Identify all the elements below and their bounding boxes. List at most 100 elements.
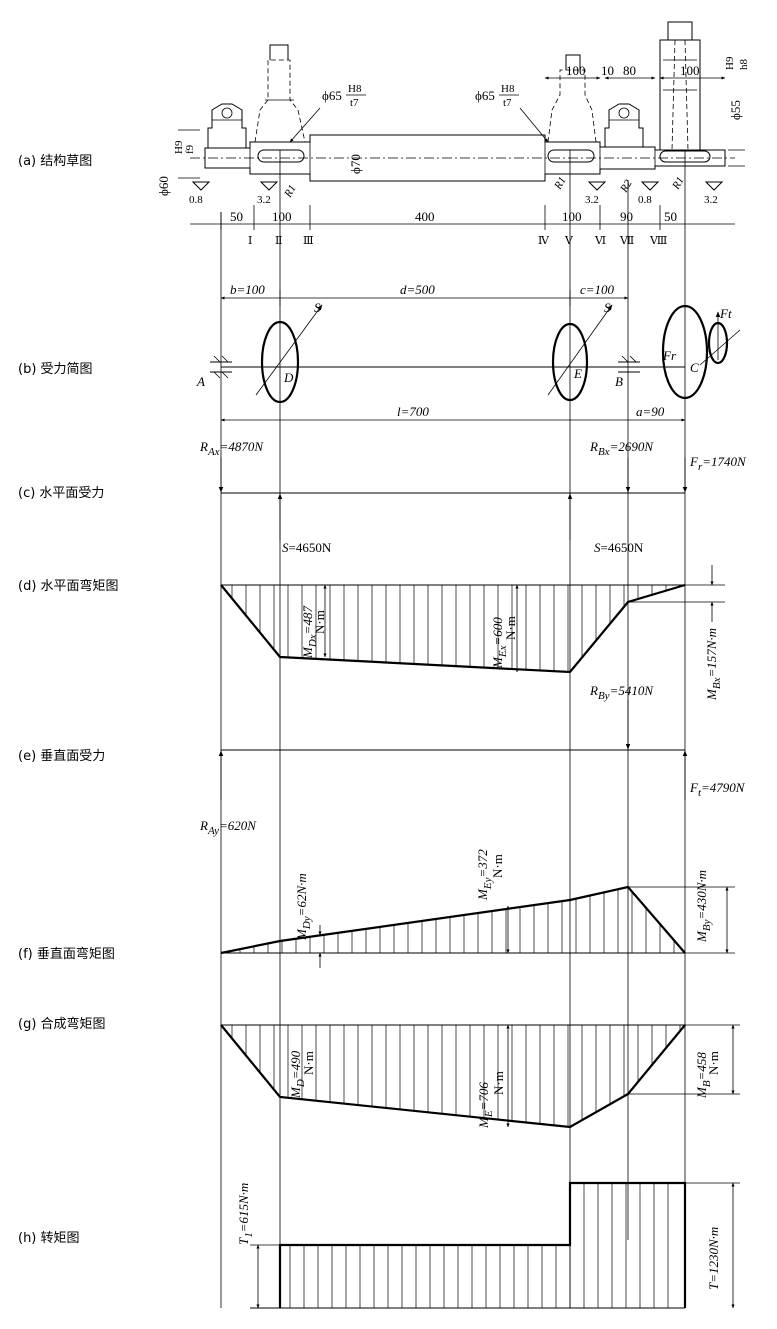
svg-text:100: 100 — [272, 209, 292, 224]
torque-diagram: T1=615N·m T=1230N·m — [236, 1181, 740, 1309]
right-bearing — [604, 103, 644, 147]
svg-text:RAy=620N: RAy=620N — [199, 818, 257, 837]
svg-text:H9: H9 — [724, 56, 736, 70]
svg-text:Ft: Ft — [719, 306, 732, 321]
keyway-left — [257, 149, 305, 163]
svg-text:t7: t7 — [350, 97, 359, 109]
panel-label-f: (f) 垂直面弯矩图 — [18, 946, 115, 962]
svg-text:N·m: N·m — [706, 1051, 721, 1075]
svg-text:f9: f9 — [184, 144, 196, 154]
left-bearing — [207, 103, 247, 148]
svg-text:H8: H8 — [501, 83, 515, 95]
vertical-moment-diagram: MDy=62N·m MEy=372 N·m MBy=430N·m — [220, 849, 735, 968]
right-gear — [659, 39, 701, 150]
svg-text:b=100: b=100 — [230, 282, 265, 297]
middle-sprocket — [547, 69, 597, 143]
structure-sketch: ϕ60 H9 f9 ϕ65 H8 t7 ϕ65 H8 t7 ϕ55 H9 h8 … — [156, 21, 750, 247]
svg-text:Ⅰ: Ⅰ — [248, 235, 252, 247]
svg-text:10: 10 — [601, 63, 614, 78]
gear-C — [661, 304, 709, 400]
svg-text:l=700: l=700 — [397, 404, 429, 419]
svg-text:MEx=600: MEx=600 — [490, 617, 509, 669]
svg-text:Fr: Fr — [662, 348, 677, 363]
svg-text:3.2: 3.2 — [257, 194, 271, 206]
svg-text:N·m: N·m — [491, 1071, 506, 1095]
svg-text:T=1230N·m: T=1230N·m — [706, 1227, 721, 1290]
svg-text:3.2: 3.2 — [585, 194, 599, 206]
svg-text:MBx=157N·m: MBx=157N·m — [704, 628, 723, 701]
svg-text:0.8: 0.8 — [189, 194, 203, 206]
svg-text:R1: R1 — [552, 175, 569, 192]
svg-text:Ⅱ: Ⅱ — [275, 235, 282, 247]
svg-text:C: C — [690, 360, 699, 375]
horizontal-moment-diagram: MDx=487 N·m MEx=600 N·m MBx=157N·m — [220, 565, 725, 701]
svg-text:N·m: N·m — [301, 1051, 316, 1075]
svg-text:S=4650N: S=4650N — [282, 540, 332, 555]
svg-text:100: 100 — [680, 63, 700, 78]
svg-text:N·m: N·m — [312, 610, 327, 634]
svg-text:R1: R1 — [282, 183, 299, 200]
fit-right-d: ϕ55 — [728, 100, 743, 120]
keyway-right — [659, 150, 711, 163]
svg-text:80: 80 — [623, 63, 636, 78]
svg-text:R2: R2 — [618, 177, 635, 195]
svg-text:MDx=487: MDx=487 — [300, 606, 319, 659]
svg-text:50: 50 — [230, 209, 243, 224]
moment-hatch-d — [231, 585, 681, 672]
svg-text:Ⅷ: Ⅷ — [649, 235, 667, 247]
svg-text:50: 50 — [664, 209, 677, 224]
svg-text:t7: t7 — [503, 97, 512, 109]
svg-text:0.8: 0.8 — [638, 194, 652, 206]
svg-text:h8: h8 — [738, 59, 750, 71]
panel-label-b: (b) 受力简图 — [18, 361, 93, 377]
moment-hatch-f — [239, 889, 675, 953]
panel-label-h: (h) 转矩图 — [18, 1231, 80, 1246]
svg-text:E: E — [573, 366, 582, 381]
svg-text:MEy=372: MEy=372 — [475, 849, 494, 901]
vertical-forces: RBy=5410N Ft=4790N RAy=620N — [199, 683, 746, 837]
fit-d1: ϕ65 — [322, 88, 342, 103]
svg-text:100: 100 — [562, 209, 582, 224]
svg-text:Ⅶ: Ⅶ — [619, 235, 634, 247]
disc-D — [260, 320, 300, 404]
svg-text:100: 100 — [566, 63, 586, 78]
svg-text:Ft=4790N: Ft=4790N — [689, 780, 746, 799]
svg-text:3.2: 3.2 — [704, 194, 718, 206]
force-sketch: b=100 d=500 c=100 A B S D S E Ft — [196, 282, 741, 422]
reference-lines — [220, 150, 686, 1308]
svg-text:400: 400 — [415, 209, 435, 224]
svg-text:MB=458: MB=458 — [694, 1052, 713, 1099]
svg-text:B: B — [615, 374, 623, 389]
svg-text:ME=706: ME=706 — [476, 1082, 495, 1129]
svg-text:RBx=2690N: RBx=2690N — [589, 439, 654, 458]
svg-text:RBy=5410N: RBy=5410N — [589, 683, 654, 702]
svg-text:N·m: N·m — [490, 854, 505, 878]
svg-text:MD=490: MD=490 — [288, 1050, 307, 1099]
svg-text:Ⅲ: Ⅲ — [303, 235, 314, 247]
svg-text:R1: R1 — [670, 175, 687, 192]
svg-text:a=90: a=90 — [636, 404, 665, 419]
panel-label-g: (g) 合成弯矩图 — [18, 1016, 106, 1032]
fit-left-d: ϕ60 — [156, 176, 171, 196]
keyway-middle — [547, 149, 595, 163]
moment-hatch-g — [231, 1025, 681, 1127]
svg-text:Ⅳ: Ⅳ — [538, 235, 550, 247]
fit-d2: ϕ65 — [475, 88, 495, 103]
svg-text:MDy=62N·m: MDy=62N·m — [294, 873, 313, 941]
svg-text:S: S — [604, 300, 611, 315]
panel-label-c: (c) 水平面受力 — [18, 486, 104, 501]
svg-text:Ⅵ: Ⅵ — [594, 235, 606, 247]
svg-text:A: A — [196, 374, 205, 389]
panel-label-e: (e) 垂直面受力 — [18, 749, 105, 764]
svg-text:RAx=4870N: RAx=4870N — [199, 439, 264, 458]
panel-label-d: (d) 水平面弯矩图 — [18, 578, 119, 594]
svg-text:D: D — [283, 370, 294, 385]
svg-text:c=100: c=100 — [580, 282, 615, 297]
svg-text:N·m: N·m — [503, 616, 518, 640]
shaft-diameter: ϕ70 — [348, 154, 363, 174]
svg-text:H8: H8 — [348, 83, 362, 95]
svg-text:90: 90 — [620, 209, 633, 224]
svg-text:T1=615N·m: T1=615N·m — [236, 1183, 255, 1245]
horizontal-forces: RAx=4870N S=4650N RBx=2690N S=4650N Fr=1… — [199, 439, 747, 555]
